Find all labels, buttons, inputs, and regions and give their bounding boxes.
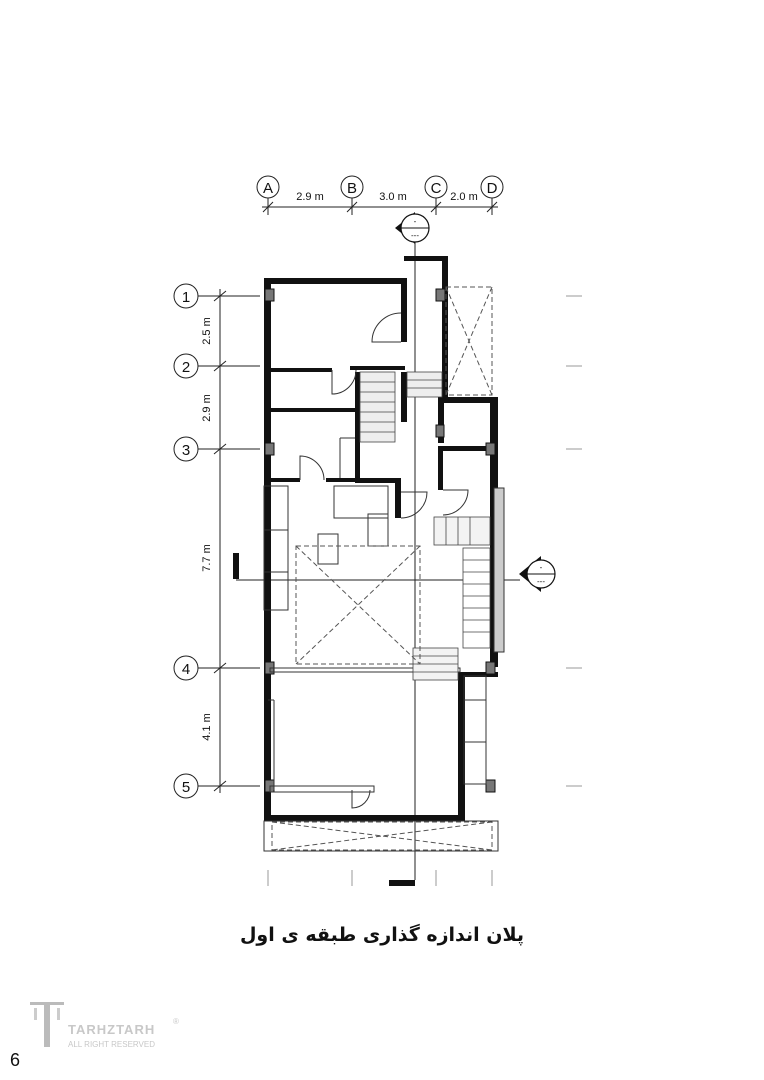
dim-4-5: 4.1 m — [201, 713, 213, 741]
grid-bubble-5: 5 — [173, 773, 199, 799]
balcony-rails — [263, 487, 505, 852]
column-dimension-line — [262, 198, 498, 215]
svg-text:2: 2 — [182, 359, 190, 376]
drawing-caption: پلان اندازه گذاری طبقه ی اول — [239, 924, 525, 946]
door-swings — [299, 312, 469, 809]
svg-text:-: - — [414, 217, 417, 226]
stair-lower — [412, 516, 491, 681]
svg-text:A: A — [263, 180, 273, 197]
interior-thin-lines — [263, 437, 461, 793]
dim-a-b: 2.9 m — [296, 191, 324, 203]
svg-text:5: 5 — [182, 779, 190, 796]
svg-text:3: 3 — [182, 442, 190, 459]
svg-text:C: C — [431, 180, 442, 197]
dim-1-2: 2.5 m — [201, 317, 213, 345]
column-grid: A B C D — [256, 175, 504, 215]
dim-3-4: 7.7 m — [201, 544, 213, 572]
dim-b-c: 3.0 m — [379, 191, 407, 203]
grid-bubble-2: 2 — [173, 353, 199, 379]
grid-bubble-a: A — [256, 175, 280, 199]
dim-c-d: 2.0 m — [450, 191, 478, 203]
right-grid-ticks — [566, 295, 582, 787]
dim-2-3: 2.9 m — [201, 394, 213, 422]
svg-text:---: --- — [411, 231, 419, 240]
svg-text:®: ® — [173, 1017, 179, 1026]
section-cut-end-left — [233, 553, 239, 579]
section-marker-top: - --- — [395, 212, 430, 246]
row-grid: 1 2 3 4 5 — [173, 283, 260, 799]
row-dimension-line — [213, 289, 227, 793]
svg-text:-: - — [540, 563, 543, 572]
grid-bubble-b: B — [340, 175, 364, 199]
grid-bubble-1: 1 — [173, 283, 199, 309]
tarhztarh-logo: TARHZTARH ALL RIGHT RESERVED ® — [30, 1002, 179, 1049]
open-void — [271, 286, 493, 851]
svg-text:---: --- — [537, 577, 545, 586]
svg-text:TARHZTARH: TARHZTARH — [68, 1022, 155, 1037]
svg-text:1: 1 — [182, 289, 190, 306]
stair-upper — [359, 371, 443, 443]
svg-text:D: D — [487, 180, 498, 197]
page-number: 6 — [10, 1050, 21, 1070]
grid-bubble-3: 3 — [173, 436, 199, 462]
grid-bubble-4: 4 — [173, 655, 199, 681]
grid-bubble-d: D — [480, 175, 504, 199]
grid-bubble-c: C — [424, 175, 448, 199]
section-marker-right: - --- — [519, 556, 556, 592]
svg-text:B: B — [347, 180, 357, 197]
svg-text:4: 4 — [182, 661, 190, 678]
svg-text:ALL RIGHT RESERVED: ALL RIGHT RESERVED — [68, 1040, 155, 1049]
section-cut-end-bottom — [389, 880, 415, 886]
bottom-grid-ticks — [267, 870, 493, 886]
